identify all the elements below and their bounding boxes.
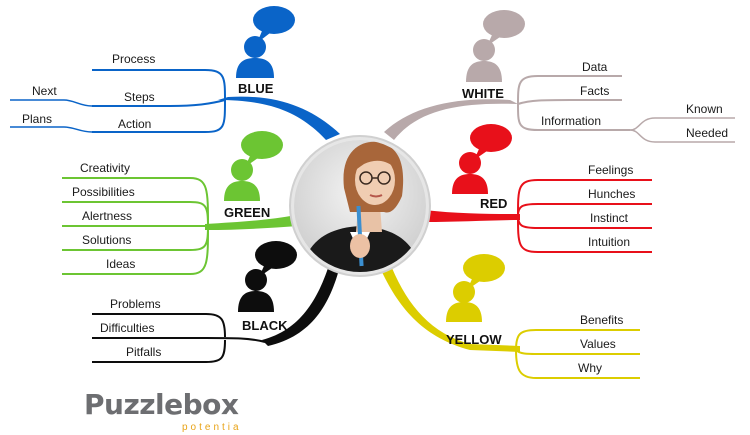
green-item-possibilities: Possibilities (72, 185, 135, 199)
green-hat-label: GREEN (224, 205, 270, 220)
white-sub-branch-needed (629, 129, 735, 143)
blue-branch-action (92, 99, 226, 133)
white-branch-information (517, 103, 630, 131)
green-item-ideas: Ideas (106, 257, 135, 271)
red-branch-instinct (517, 215, 652, 229)
yellow-branch-values (515, 349, 640, 355)
blue-hat-branch: Process Steps Action Next Plans BLUE (10, 6, 340, 140)
black-hat-label: BLACK (242, 318, 288, 333)
blue-sub-item-plans: Plans (22, 112, 52, 126)
red-item-intuition: Intuition (588, 235, 630, 249)
black-main-branch (262, 262, 340, 346)
central-thinker-portrait (289, 135, 431, 277)
red-main-branch (424, 210, 520, 222)
white-thinker-icon (466, 10, 525, 82)
white-sub-item-known: Known (686, 102, 723, 116)
red-hat-label: RED (480, 196, 507, 211)
white-sub-item-needed: Needed (686, 126, 728, 140)
white-hat-branch: Data Facts Information Known Needed WHIT… (384, 10, 735, 143)
white-branch-data (517, 75, 622, 105)
blue-branch-process (92, 69, 226, 101)
black-item-pitfalls: Pitfalls (126, 345, 161, 359)
green-main-branch (205, 215, 298, 230)
black-thinker-icon (238, 241, 297, 312)
puzzlebox-logo: Puzzlebox potentia (84, 388, 242, 433)
black-item-difficulties: Difficulties (100, 321, 154, 335)
green-item-solutions: Solutions (82, 233, 131, 247)
blue-item-steps: Steps (124, 90, 155, 104)
white-hat-label: WHITE (462, 86, 504, 101)
blue-sub-branch-next (10, 99, 93, 107)
blue-thinker-icon (236, 6, 295, 78)
green-item-alertness: Alertness (82, 209, 132, 223)
green-hat-branch: Creativity Possibilities Alertness Solut… (62, 131, 298, 275)
blue-branch-steps (92, 99, 226, 107)
red-item-instinct: Instinct (590, 211, 629, 225)
green-thinker-icon (224, 131, 283, 201)
yellow-branch-why (515, 349, 640, 379)
yellow-item-why: Why (578, 361, 602, 375)
blue-hat-label: BLUE (238, 81, 274, 96)
yellow-main-branch (382, 268, 520, 352)
white-item-facts: Facts (580, 84, 609, 98)
green-branch-ideas (62, 225, 209, 275)
red-hat-branch: Feelings Hunches Instinct Intuition RED (424, 124, 652, 253)
logo-tagline: potentia (182, 422, 242, 433)
red-item-feelings: Feelings (588, 163, 633, 177)
green-item-creativity: Creativity (80, 161, 130, 175)
black-branch-pitfalls (92, 339, 226, 363)
white-branch-facts (517, 99, 622, 105)
red-branch-intuition (517, 215, 652, 253)
yellow-hat-branch: Benefits Values Why YELLOW (382, 254, 640, 379)
yellow-item-values: Values (580, 337, 616, 351)
yellow-thinker-icon (446, 254, 505, 322)
logo-wordmark: Puzzlebox (84, 388, 239, 421)
red-item-hunches: Hunches (588, 187, 635, 201)
green-branch-possibilities (62, 201, 209, 227)
blue-item-process: Process (112, 52, 155, 66)
yellow-branch-benefits (515, 329, 640, 351)
blue-sub-branch-plans (10, 126, 93, 133)
white-item-information: Information (541, 114, 601, 128)
yellow-item-benefits: Benefits (580, 313, 623, 327)
blue-main-branch (218, 96, 340, 140)
white-sub-branch-known (629, 117, 735, 131)
blue-sub-item-next: Next (32, 84, 57, 98)
white-item-data: Data (582, 60, 608, 74)
black-item-problems: Problems (110, 297, 161, 311)
black-branch-problems (92, 313, 226, 338)
red-branch-hunches (517, 203, 652, 217)
yellow-hat-label: YELLOW (446, 332, 502, 347)
white-main-branch (384, 99, 518, 140)
red-branch-feelings (517, 179, 652, 217)
black-branch-difficulties (92, 337, 266, 343)
blue-item-action: Action (118, 117, 151, 131)
red-thinker-icon (452, 124, 512, 194)
